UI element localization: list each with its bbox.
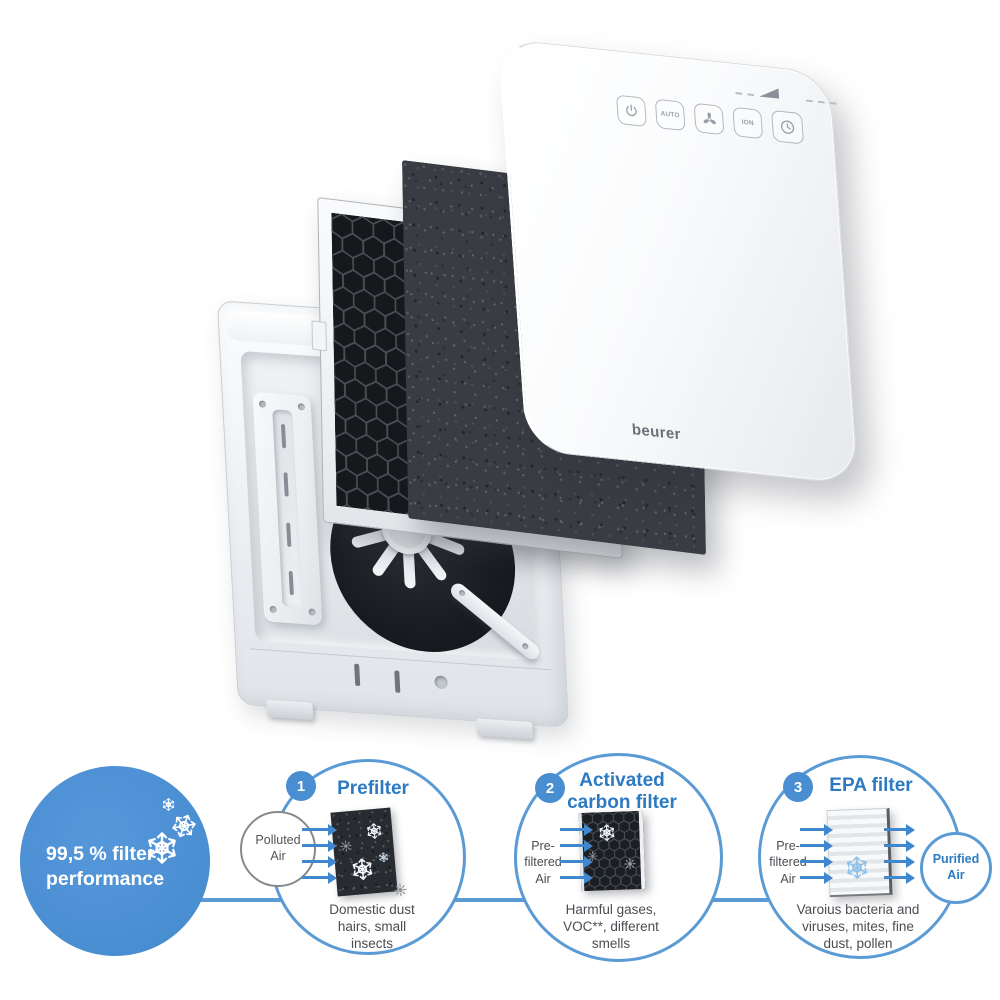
power-button [615, 94, 647, 128]
bracket-slot [280, 423, 287, 449]
fan-icon [703, 111, 716, 124]
snowflake-icon [378, 852, 389, 863]
base-slot [354, 663, 361, 687]
airflow-arrow [560, 871, 593, 884]
indicator-dash [817, 100, 825, 104]
airflow-arrow [302, 839, 337, 852]
dust-burst-icon [393, 882, 408, 897]
indicator-dash [805, 99, 813, 103]
status-marks [805, 99, 837, 105]
airflow-arrow [302, 823, 337, 836]
airflow-arrow [800, 871, 833, 884]
bracket-slot [288, 570, 294, 596]
device-foot [266, 699, 314, 720]
speed-indicator [735, 84, 837, 105]
step-number-badge: 2 [535, 773, 565, 803]
screw [457, 588, 467, 598]
base-slot [394, 670, 401, 693]
dust-burst-icon [623, 857, 636, 870]
airflow-arrow [884, 823, 915, 836]
control-button-row: AUTO ION [615, 94, 805, 145]
prefilter-tab [311, 320, 327, 352]
screw [308, 608, 316, 616]
step-number-badge: 3 [783, 772, 813, 802]
screw [521, 642, 530, 651]
airflow-arrow [884, 871, 915, 884]
brand-logo: beurer [631, 420, 682, 444]
airflow-arrow [302, 871, 337, 884]
snowflake-icon [162, 798, 175, 811]
ion-label: ION [741, 118, 755, 128]
airflow-arrow [800, 855, 833, 868]
step-caption: Varoius bacteria and viruses, mites, fin… [796, 902, 920, 951]
power-icon [626, 104, 637, 117]
carbon-filter-graphic [578, 810, 646, 892]
filter-mount-bracket [252, 391, 323, 626]
step-caption: Domestic dust hairs, small insects [329, 902, 415, 951]
airflow-arrow [302, 855, 337, 868]
airflow-arrow [800, 823, 833, 836]
snowflake-icon [598, 824, 616, 842]
performance-badge: 99,5 % filter performance [20, 766, 210, 956]
prefiltered-air-label: Pre- filtered Air [769, 839, 807, 886]
snowflake-icon [146, 832, 178, 864]
indicator-dash [747, 93, 755, 97]
purified-air-circle: Purified Air [920, 832, 992, 904]
auto-label: AUTO [660, 110, 680, 120]
base-hole [434, 675, 448, 690]
snowflake-icon [366, 822, 383, 839]
indicator-dash [735, 92, 743, 95]
step-title: Activated carbon filter [567, 770, 677, 813]
step-title: EPA filter [829, 775, 913, 796]
timer-icon [781, 120, 795, 134]
epa-filter-graphic [826, 807, 893, 898]
timer-button [771, 109, 805, 145]
step-number-badge: 1 [286, 771, 316, 801]
step-title: Prefilter [337, 778, 409, 799]
ion-button: ION [732, 106, 764, 140]
purified-air-label: Purified Air [932, 852, 980, 882]
device-foot [476, 718, 534, 740]
screw [297, 403, 306, 411]
airflow-arrow [884, 839, 915, 852]
airflow-arrow [560, 839, 593, 852]
performance-line2: performance [46, 867, 165, 890]
airflow-arrow [884, 855, 915, 868]
fan-speed-button [693, 102, 725, 136]
speed-ramp-icon [758, 86, 780, 99]
step-caption: Harmful gases, VOC**, different smells [563, 902, 659, 951]
polluted-air-label: Polluted Air [255, 833, 301, 863]
snowflake-icon [351, 857, 375, 881]
bracket-slot [286, 522, 292, 547]
airflow-arrow [560, 855, 593, 868]
screw [269, 605, 277, 614]
prefiltered-air-label: Pre- filtered Air [524, 839, 562, 886]
prefilter-graphic [330, 807, 397, 897]
airflow-arrow [800, 839, 833, 852]
performance-line1: 99,5 % filter [46, 843, 155, 865]
bracket-slot [283, 472, 289, 497]
front-panel: AUTO ION beurer [497, 37, 859, 486]
performance-text: 99,5 % filter performance [46, 842, 180, 892]
bracket-channel [272, 409, 303, 608]
screw [258, 400, 267, 408]
snowflake-icon [845, 856, 869, 880]
airflow-arrow [560, 823, 593, 836]
polluted-air-circle: Polluted Air [240, 811, 316, 887]
dust-burst-icon [339, 839, 353, 853]
indicator-dash [829, 101, 837, 105]
auto-button: AUTO [654, 98, 686, 132]
